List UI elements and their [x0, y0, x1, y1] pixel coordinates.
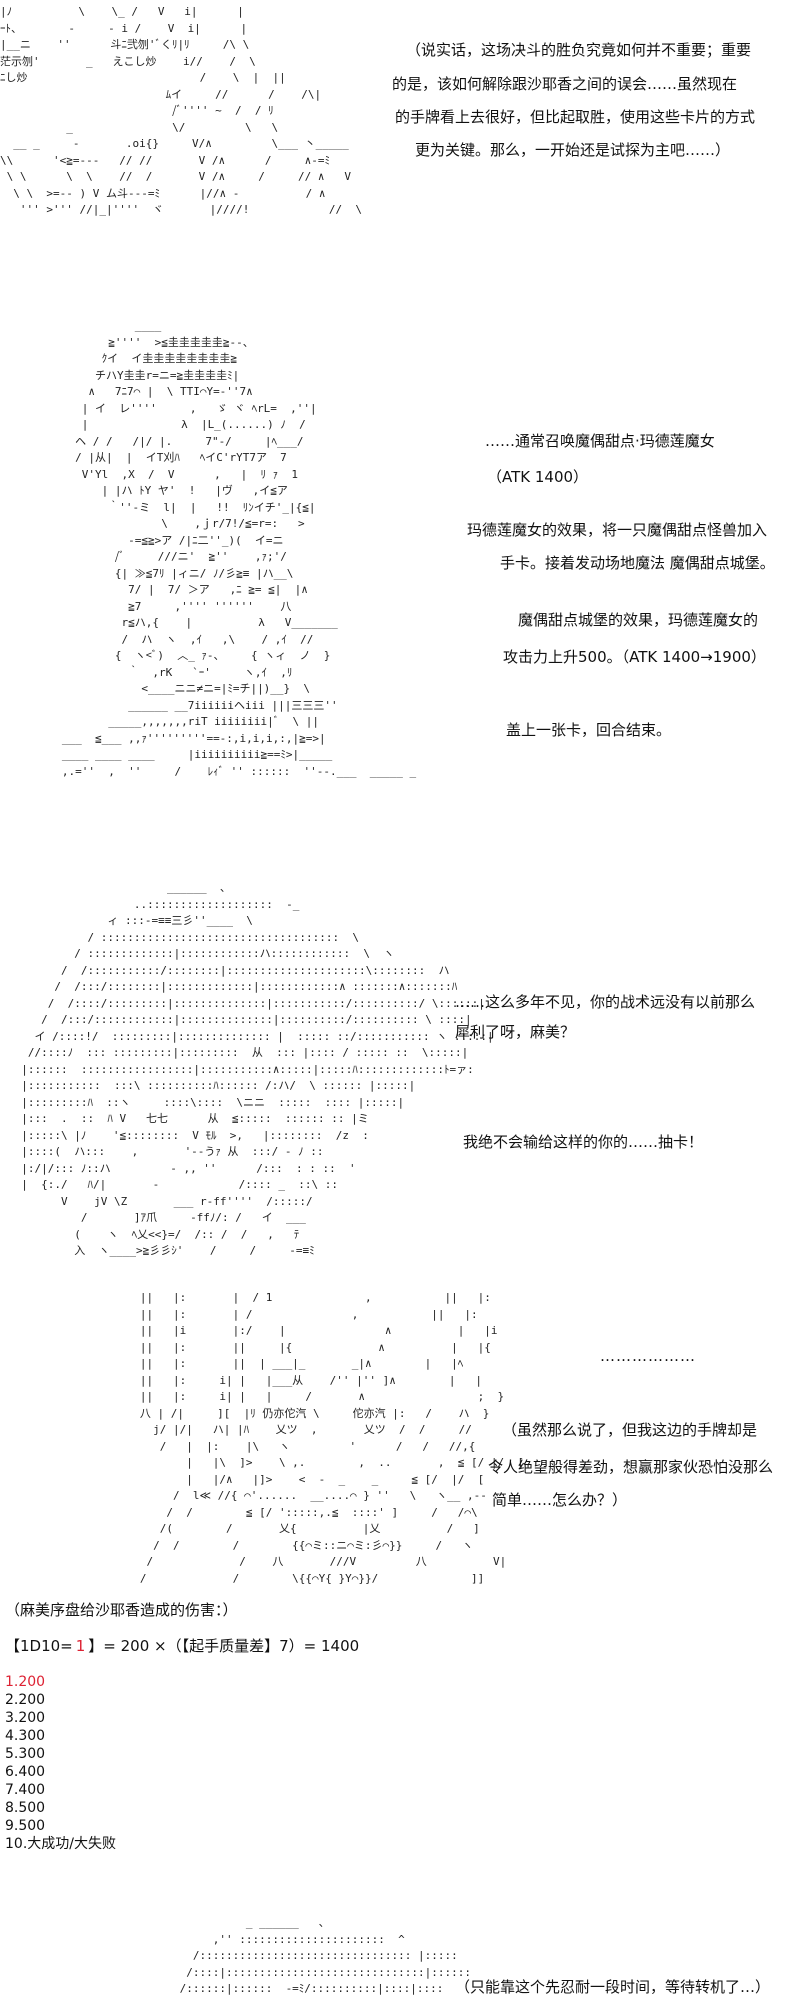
- damage-table-row: 7.400: [5, 1782, 46, 1798]
- dialogue-line: ……这么多年不见，你的战术远没有以前那么: [455, 993, 756, 1011]
- narration-line: 的是，该如何解除跟沙耶香之间的误会……虽然现在: [392, 75, 738, 93]
- formula-prefix: 【1D10=: [5, 1637, 73, 1655]
- dice-formula: 【1D10=1】= 200 ×（【起手质量差】7）= 1400: [5, 1637, 359, 1655]
- ascii-art-scene-1: |ﾉ \ \_ / V i| | ｰﾄ、 - - i / V i| | |__ニ…: [0, 5, 362, 216]
- damage-table-row: 8.500: [5, 1800, 46, 1816]
- effect-text: 攻击力上升500。（ATK 1400→1900）: [503, 648, 766, 666]
- damage-table-row: 5.300: [5, 1746, 46, 1762]
- damage-table-row: 4.300: [5, 1728, 46, 1744]
- narration-line: （说实话，这场决斗的胜负究竟如何并不重要；重要: [406, 41, 752, 59]
- damage-table-row: 6.400: [5, 1764, 46, 1780]
- summon-text: ……通常召唤魔偶甜点·玛德莲魔女: [485, 432, 715, 450]
- ascii-art-scene-5: _ ______ 、 ,'' :::::::::::::::::::::: ^ …: [179, 1916, 471, 1995]
- narration-line: 更为关键。那么，一开始还是试探为主吧……）: [415, 141, 731, 159]
- ellipsis-text: ………………: [600, 1347, 696, 1365]
- effect-text: 手卡。接着发动场地魔法 魔偶甜点城堡。: [500, 554, 775, 572]
- ascii-art-scene-3: ______ 、 ..::::::::::::::::::: -_ ィ :::-…: [21, 881, 494, 1257]
- dialogue-line: 犀利了呀，麻美？: [455, 1023, 576, 1041]
- ascii-art-scene-2: ____ ≧'''' >≦圭圭圭圭圭≧--、 ｸイ イ圭圭圭圭圭圭圭圭≧ チハY…: [61, 319, 417, 778]
- damage-table: 1.200 2.200 3.200 4.300 5.300 6.400 7.400 8.500…: [5, 1673, 116, 1853]
- end-turn-text: 盖上一张卡，回合结束。: [506, 721, 672, 739]
- dice-roll-value: 1: [75, 1637, 86, 1655]
- narration-line: 的手牌看上去很好，但比起取胜，使用这些卡片的方式: [395, 108, 756, 126]
- thought-line: （只能靠这个先忍耐一段时间，等待转机了…）: [455, 1978, 771, 1996]
- effect-text: 魔偶甜点城堡的效果，玛德莲魔女的: [518, 611, 759, 629]
- thought-line: （虽然那么说了，但我这边的手牌却是: [502, 1421, 758, 1439]
- dialogue-line: 我绝不会输给这样的你的……抽卡！: [463, 1133, 704, 1151]
- damage-table-row: 2.200: [5, 1692, 46, 1708]
- formula-suffix: 】= 200 ×（【起手质量差】7）= 1400: [88, 1637, 360, 1655]
- damage-table-row: 9.500: [5, 1818, 46, 1834]
- atk-text: （ATK 1400）: [487, 468, 589, 486]
- damage-title: （麻美序盘给沙耶香造成的伤害：）: [5, 1601, 238, 1619]
- thought-line: 简单……怎么办？）: [492, 1491, 628, 1509]
- effect-text: 玛德莲魔女的效果，将一只魔偶甜点怪兽加入: [467, 521, 768, 539]
- damage-table-row: 10.大成功/大失败: [5, 1836, 116, 1852]
- ascii-art-scene-4: || |: | / 1 , || |: || |: | / , || |: ||…: [139, 1291, 524, 1585]
- thought-line: 令人绝望般得差劲，想赢那家伙恐怕没那么: [488, 1458, 774, 1476]
- damage-table-row: 3.200: [5, 1710, 46, 1726]
- damage-table-row: 1.200: [5, 1674, 46, 1690]
